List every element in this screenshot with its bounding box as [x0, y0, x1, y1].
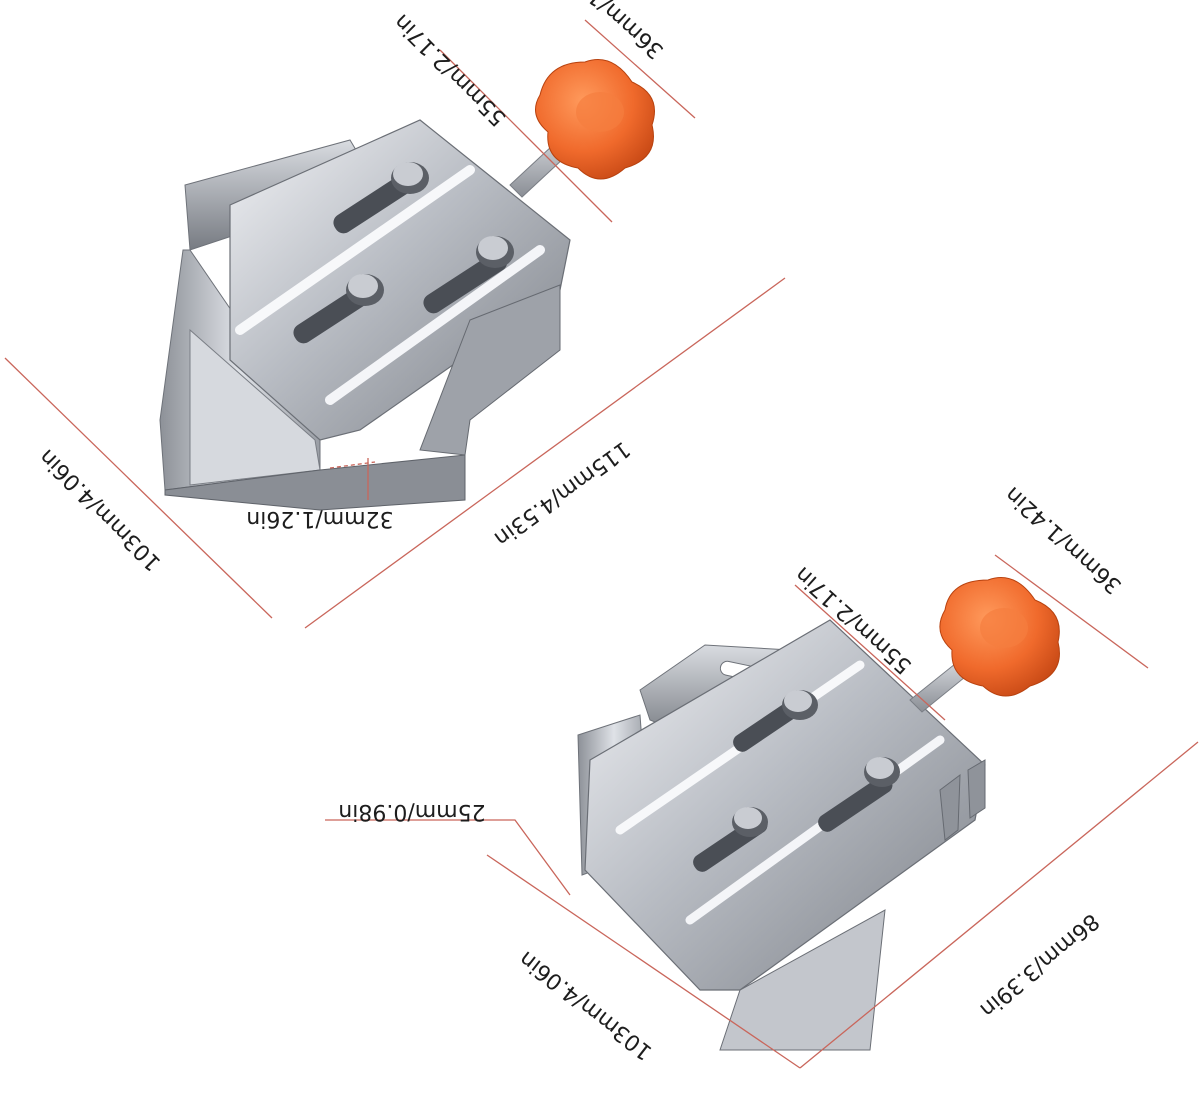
dim-bottom-length-line [799, 741, 1199, 1069]
clamp-top-dimensions [4, 19, 786, 629]
clamp-top-ridge-1 [235, 165, 475, 335]
clamp-bottom [577, 577, 1060, 1051]
clamp-bottom-pin-2 [732, 807, 768, 837]
dim-top-width-line [4, 357, 273, 619]
clamp-bottom-leg-1 [939, 773, 961, 841]
clamp-top-ridge-2 [325, 245, 545, 405]
clamp-bottom-pin-1 [782, 690, 818, 720]
dim-top-knob-line [584, 19, 696, 119]
clamp-bottom-slot-3 [818, 775, 893, 832]
clamp-bottom-lower-plate [719, 909, 886, 1051]
clamp-bottom-pin-3 [864, 757, 900, 787]
clamp-top-side-block [419, 284, 561, 456]
label-bottom-width: 103mm/4.06in [515, 946, 658, 1065]
clamp-bottom-leg-2 [967, 759, 986, 819]
dim-top-length-line [304, 277, 786, 629]
clamp-top-base [164, 454, 466, 511]
clamp-top-slot-3 [423, 251, 508, 314]
dim-bottom-screw-line [794, 584, 946, 721]
label-top-width: 103mm/4.06in [35, 444, 167, 576]
dim-bottom-width-line [486, 854, 801, 1069]
label-bottom-knob-diameter: 36mm/1.42in [1001, 481, 1127, 598]
clamp-bottom-slide-block [584, 619, 986, 991]
label-bottom-length: 86mm/3.39in [975, 908, 1104, 1022]
label-top-screw-length: 55mm/2.17in [389, 9, 511, 131]
clamp-top-slot-1 [333, 174, 413, 234]
dim-bottom-knob-line [994, 554, 1149, 669]
clamp-top-pin-2 [346, 274, 384, 306]
label-top-knob-diameter: 36mm/1.42in [543, 0, 669, 63]
clamp-top [159, 59, 655, 511]
dim-top-screw-line [439, 49, 613, 223]
dim-bottom-jaw-leader [325, 819, 571, 896]
clamp-top-pin-1 [391, 162, 429, 194]
clamp-top-pin-3 [476, 236, 514, 268]
clamp-bottom-dimensions [325, 554, 1199, 1069]
label-top-length: 115mm/4.53in [489, 436, 634, 551]
label-bottom-jaw-thickness: 25mm/0.98in [338, 799, 485, 824]
label-top-jaw-height: 32mm/1.26in [246, 506, 393, 531]
